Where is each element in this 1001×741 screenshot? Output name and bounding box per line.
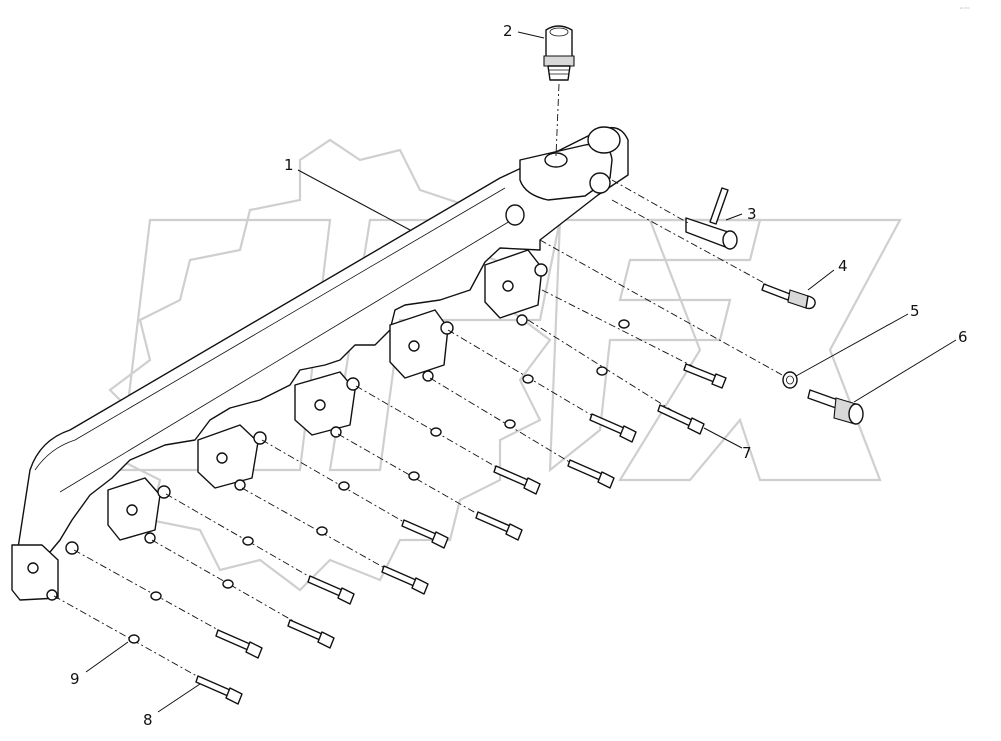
axis-line-5-6 xyxy=(539,239,785,377)
leader-lines xyxy=(85,31,957,713)
callout-8: 8 xyxy=(143,711,153,729)
axis-line-3 xyxy=(611,179,691,225)
fitting-with-pin xyxy=(685,187,738,250)
callout-9: 9 xyxy=(70,670,80,688)
boss-5 xyxy=(389,309,454,382)
callout-4: 4 xyxy=(838,257,848,275)
boss-3 xyxy=(197,424,267,491)
callout-5: 5 xyxy=(910,302,920,320)
corner-mark: ᵖᵒ ᵃᵒᵒ xyxy=(960,6,970,11)
axis-line-2 xyxy=(555,83,560,157)
sealing-washer xyxy=(782,371,798,389)
boss-4 xyxy=(294,371,360,438)
boss-1 xyxy=(11,541,79,601)
axis-line-4 xyxy=(611,199,767,285)
boss-2 xyxy=(107,477,171,544)
pressure-relief-valve xyxy=(807,389,864,425)
callout-1: 1 xyxy=(284,156,294,174)
callout-3: 3 xyxy=(747,205,757,223)
callout-6: 6 xyxy=(958,328,968,346)
fuel-rail-manifold xyxy=(11,126,629,601)
bolts-and-washers xyxy=(53,289,727,705)
boss-6 xyxy=(484,249,548,326)
pressure-sensor xyxy=(543,25,575,81)
callout-7: 7 xyxy=(742,444,752,462)
temperature-sensor xyxy=(761,283,816,310)
callout-2: 2 xyxy=(503,22,513,40)
